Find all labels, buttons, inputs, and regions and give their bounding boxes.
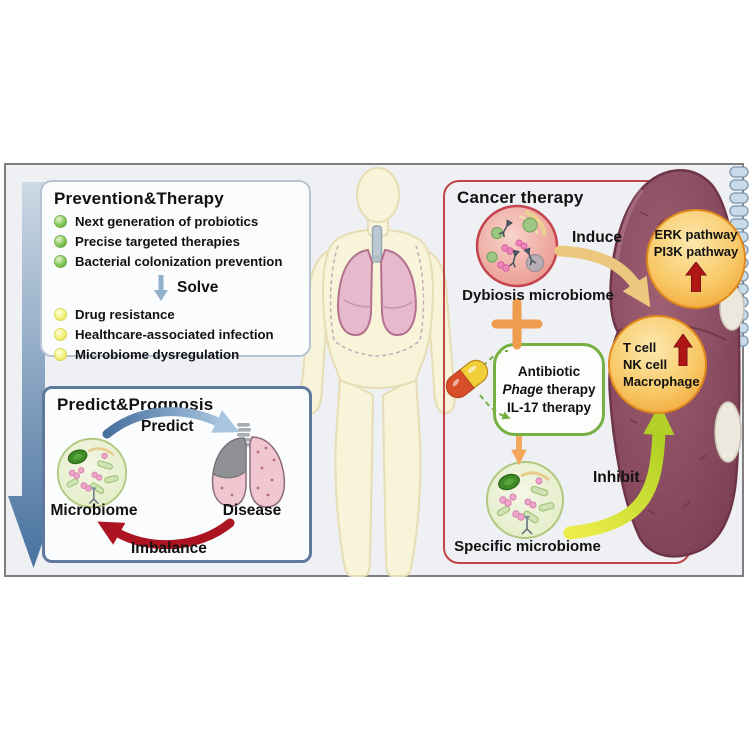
disease-label: Disease — [222, 502, 282, 519]
therapy-il17: IL-17 therapy — [506, 400, 592, 415]
green-bullet-icon — [54, 255, 67, 268]
solve-row: Solve — [154, 274, 297, 302]
dybiosis-microbiome-label: Dybiosis microbiome — [462, 287, 614, 304]
solution-label: Bacterial colonization prevention — [75, 254, 283, 269]
solution-label: Next generation of probiotics — [75, 214, 259, 229]
problem-item: Healthcare-associated infection — [54, 327, 297, 342]
yellow-bullet-icon — [54, 328, 67, 341]
therapy-antibiotic: Antibiotic — [517, 364, 581, 379]
problem-item: Drug resistance — [54, 307, 297, 322]
pathway-line: ERK pathway — [654, 227, 738, 242]
microbiome-label: Microbiome — [50, 502, 138, 519]
predict-label: Predict — [141, 418, 194, 435]
solution-label: Precise targeted therapies — [75, 234, 240, 249]
yellow-bullet-icon — [54, 348, 67, 361]
pathway-line: PI3K pathway — [653, 244, 739, 259]
immune-cells-circle: T cell NK cell Macrophage — [608, 315, 707, 414]
phage-rest: therapy — [542, 382, 596, 397]
specific-microbiome-label: Specific microbiome — [454, 538, 601, 555]
solution-item: Bacterial colonization prevention — [54, 254, 297, 269]
immune-line: Macrophage — [623, 374, 700, 389]
solve-down-arrow-icon — [154, 275, 168, 301]
problem-item: Microbiome dysregulation — [54, 347, 297, 362]
prevention-therapy-panel: Prevention&Therapy Next generation of pr… — [40, 180, 311, 362]
prevention-title: Prevention&Therapy — [54, 189, 224, 208]
solve-label: Solve — [177, 279, 219, 296]
problem-label: Healthcare-associated infection — [75, 327, 274, 342]
therapy-phage: Phage therapy — [502, 382, 595, 397]
imbalance-label: Imbalance — [131, 540, 207, 557]
green-bullet-icon — [54, 215, 67, 228]
solution-item: Next generation of probiotics — [54, 214, 297, 229]
yellow-bullet-icon — [54, 308, 67, 321]
green-bullet-icon — [54, 235, 67, 248]
red-up-arrow-icon — [685, 262, 707, 292]
red-up-arrow-icon — [673, 334, 693, 366]
prognosis-title: Predict&Prognosis — [57, 395, 214, 414]
induce-label: Induce — [572, 229, 622, 246]
problem-label: Microbiome dysregulation — [75, 347, 240, 362]
pathway-circle: ERK pathway PI3K pathway — [646, 209, 746, 309]
problem-label: Drug resistance — [75, 307, 175, 322]
inhibit-label: Inhibit — [593, 469, 640, 486]
predict-prognosis-panel: Predict&Prognosis — [42, 386, 312, 563]
immune-line: T cell — [623, 340, 657, 355]
immune-line: NK cell — [623, 357, 668, 372]
therapy-options-box: Antibiotic Phage therapy IL-17 therapy — [493, 343, 605, 436]
cancer-title: Cancer therapy — [457, 188, 584, 207]
phage-word: Phage — [502, 382, 543, 397]
solution-item: Precise targeted therapies — [54, 234, 297, 249]
